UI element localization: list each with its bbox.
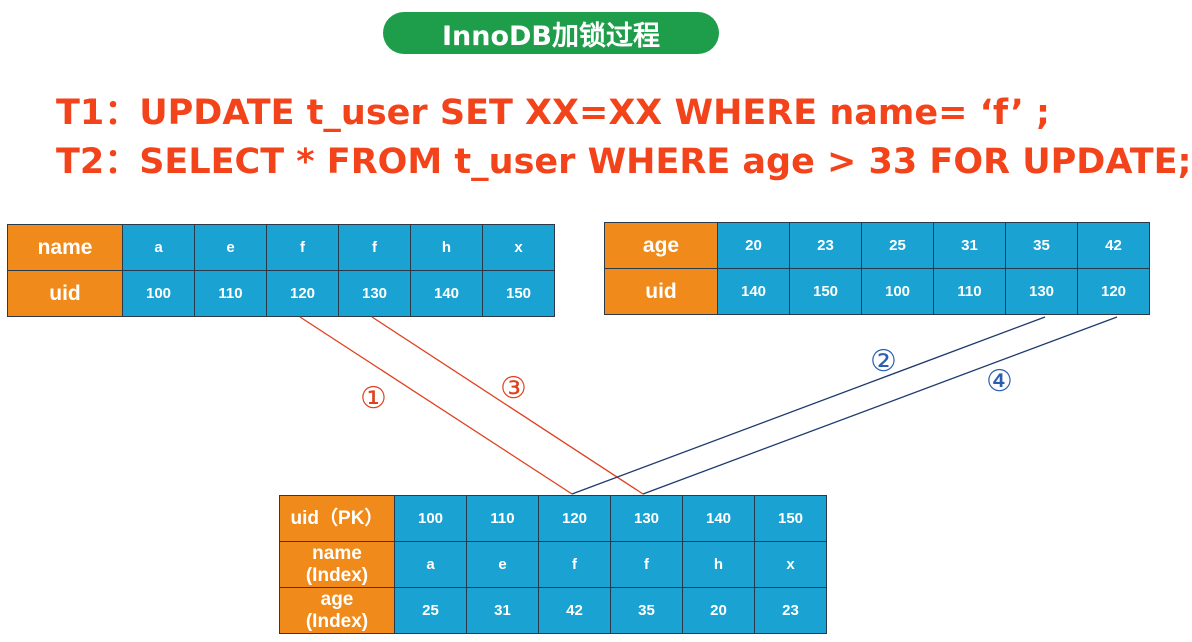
lock-line-3 xyxy=(371,316,644,495)
name-cell: e xyxy=(194,224,267,271)
title-badge: InnoDB加锁过程 xyxy=(383,12,719,54)
connector-lines xyxy=(299,316,1118,495)
row-header-uid: uid xyxy=(604,268,718,315)
name-cell: x xyxy=(754,541,827,588)
uid-cell: 130 xyxy=(1005,268,1078,315)
age-cell: 35 xyxy=(610,587,683,634)
name-cell: x xyxy=(482,224,555,271)
table-row: name a e f f h x xyxy=(7,224,555,271)
row-header-name-index: name (Index) xyxy=(279,541,395,588)
table-row: name (Index) a e f f h x xyxy=(279,541,827,588)
name-cell: h xyxy=(410,224,483,271)
age-cell: 20 xyxy=(682,587,755,634)
lock-line-4 xyxy=(642,316,1118,495)
name-cell: f xyxy=(610,541,683,588)
table-row: age 20 23 25 31 35 42 xyxy=(604,222,1150,269)
table-row: uid 100 110 120 130 140 150 xyxy=(7,270,555,317)
name-cell: f xyxy=(266,224,339,271)
row-header-name: name xyxy=(7,224,123,271)
row-header-age-index: age (Index) xyxy=(279,587,395,634)
primary-index-table: uid（PK） 100 110 120 130 140 150 name (In… xyxy=(279,495,827,634)
age-cell: 42 xyxy=(1077,222,1150,269)
name-cell: h xyxy=(682,541,755,588)
table-row: uid（PK） 100 110 120 130 140 150 xyxy=(279,495,827,542)
age-cell: 23 xyxy=(754,587,827,634)
row-header-uid: uid xyxy=(7,270,123,317)
age-cell: 20 xyxy=(717,222,790,269)
name-cell: e xyxy=(466,541,539,588)
step-marker-4: ④ xyxy=(986,364,1013,399)
age-cell: 23 xyxy=(789,222,862,269)
title-text: InnoDB加锁过程 xyxy=(441,20,661,52)
uid-cell: 120 xyxy=(1077,268,1150,315)
step-marker-1: ① xyxy=(360,381,387,416)
name-cell: f xyxy=(338,224,411,271)
age-cell: 25 xyxy=(861,222,934,269)
uid-cell: 140 xyxy=(410,270,483,317)
age-cell: 25 xyxy=(394,587,467,634)
step-marker-3: ③ xyxy=(500,371,527,406)
uid-cell: 150 xyxy=(754,495,827,542)
uid-cell: 130 xyxy=(610,495,683,542)
sql-t2: T2：SELECT * FROM t_user WHERE age > 33 F… xyxy=(56,142,1192,182)
step-marker-2: ② xyxy=(870,344,897,379)
age-index-table: age 20 23 25 31 35 42 uid 140 150 100 11… xyxy=(604,222,1150,315)
row-header-age: age xyxy=(604,222,718,269)
table-row: uid 140 150 100 110 130 120 xyxy=(604,268,1150,315)
uid-cell: 100 xyxy=(394,495,467,542)
lock-line-2 xyxy=(571,316,1046,495)
uid-cell: 140 xyxy=(717,268,790,315)
lock-line-1 xyxy=(299,316,573,495)
uid-cell: 110 xyxy=(466,495,539,542)
uid-cell: 100 xyxy=(861,268,934,315)
name-cell: f xyxy=(538,541,611,588)
uid-cell: 150 xyxy=(482,270,555,317)
uid-cell: 130 xyxy=(338,270,411,317)
name-cell: a xyxy=(394,541,467,588)
sql-t1: T1：UPDATE t_user SET XX=XX WHERE name= ‘… xyxy=(56,93,1050,133)
uid-cell: 110 xyxy=(933,268,1006,315)
age-cell: 35 xyxy=(1005,222,1078,269)
uid-cell: 120 xyxy=(538,495,611,542)
table-row: age (Index) 25 31 42 35 20 23 xyxy=(279,587,827,634)
uid-cell: 100 xyxy=(122,270,195,317)
uid-cell: 120 xyxy=(266,270,339,317)
name-index-table: name a e f f h x uid 100 110 120 130 140… xyxy=(7,224,555,317)
